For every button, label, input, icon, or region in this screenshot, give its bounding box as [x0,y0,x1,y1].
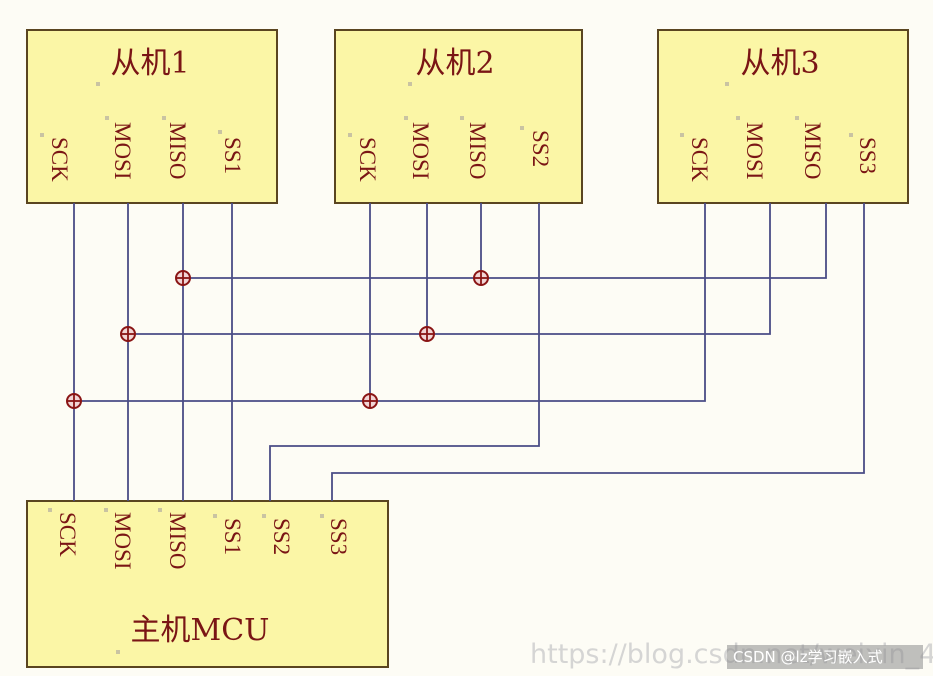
pin-dots [40,82,853,654]
master-box [26,500,389,668]
master-pin-ss3: SS3 [326,518,351,555]
master-pin-miso: MISO [165,512,190,570]
slave2-box [334,29,583,204]
master-pin-mosi: MOSI [110,512,135,570]
junction-mosi-slave1 [120,326,136,342]
junction-miso-slave1 [175,270,191,286]
slave3-box [657,29,909,204]
master-pin-ss1: SS1 [220,518,245,555]
master-title: 主机MCU [131,613,270,648]
slave2-pin-ss2: SS2 [528,130,553,167]
slave2-pin-sck: SCK [355,137,380,182]
slave1-pin-mosi: MOSI [110,122,135,180]
slave1-pin-miso: MISO [165,122,190,180]
slave3-pin-sck: SCK [687,137,712,182]
junction-sck-slave2 [362,393,378,409]
wire-ss3 [331,203,865,501]
slave3-title: 从机3 [740,46,819,81]
slave3-pin-miso: MISO [800,122,825,180]
slave1-box [26,29,278,204]
wire-ss2 [269,203,540,501]
slave3-pin-ss3: SS3 [855,137,880,174]
wire-miso-bus [183,203,827,279]
master-pin-sck: SCK [55,512,80,557]
slave2-title: 从机2 [415,46,494,81]
wire-sck-bus [74,203,706,402]
junction-miso-slave2 [473,270,489,286]
slave2-pin-mosi: MOSI [408,122,433,180]
credit-backdrop [727,645,923,669]
wire-mosi-bus [128,203,771,335]
junction-sck-slave1 [66,393,82,409]
slave3-pin-mosi: MOSI [742,122,767,180]
junction-mosi-slave2 [419,326,435,342]
slave1-pin-sck: SCK [47,137,72,182]
master-pin-ss2: SS2 [269,518,294,555]
slave2-pin-miso: MISO [465,122,490,180]
credit-text: CSDN @lz学习嵌入式 [733,648,883,666]
slave1-title: 从机1 [110,46,189,81]
slave1-pin-ss1: SS1 [220,137,245,174]
